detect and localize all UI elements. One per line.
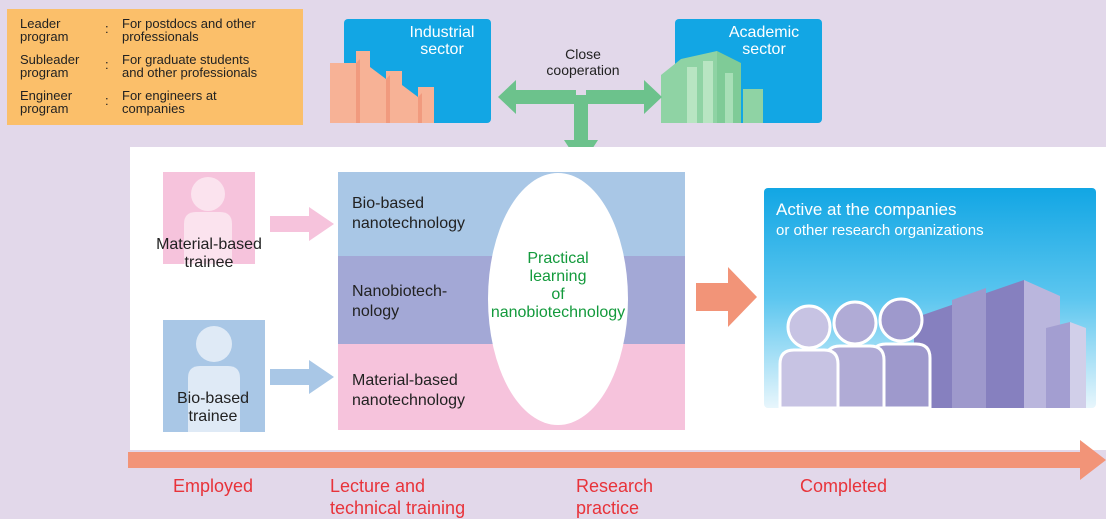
outcome-title: Active at the companies [776,200,957,219]
academic-sector-box: Academic sector [661,19,822,123]
practical-learning-oval [488,173,628,425]
factory-buildings-icon [330,51,434,123]
material-nanotech-label: Material-based nanotechnology [352,372,465,409]
university-buildings-icon [661,51,763,123]
material-trainee-label: Material-based trainee [156,236,262,271]
legend-engineer-name: Engineer program [20,88,73,116]
outcome-subtitle: or other research organizations [776,222,984,239]
practical-learning-label: Practical learning of nanobiotechnology [490,250,626,321]
academic-sector-label: Academic sector [728,24,800,58]
legend-separator: : [105,21,109,36]
nanobiotech-label: Nanobiotech- nology [352,283,448,320]
legend-subleader-name: Subleader program [20,52,80,80]
stage-employed: Employed [172,476,254,496]
arrow-to-academic [586,80,662,114]
arrow-bio-trainee [270,360,334,394]
legend-leader-desc: For postdocs and other professionals [122,16,256,44]
arrow-material-trainee [270,207,334,241]
legend-separator: : [105,57,109,72]
industrial-sector-label: Industrial sector [409,24,475,58]
timeline-bar [128,440,1106,480]
bio-trainee-card [163,320,265,432]
people-and-buildings-icon [778,280,1086,408]
legend-subleader-desc: For graduate students and other professi… [122,52,258,80]
program-legend: Leader program : For postdocs and other … [7,9,303,125]
legend-leader-name: Leader program [20,16,69,44]
arrow-to-industrial [498,80,576,114]
bio-nanotech-label: Bio-based nanotechnology [352,195,465,232]
stage-lecture: Lecture and technical training [330,476,466,518]
legend-separator: : [105,93,109,108]
person-silhouette-icon [184,177,232,264]
legend-engineer-desc: For engineers at companies [122,88,217,116]
stage-research: Research practice [576,476,654,518]
stage-completed: Completed [800,476,888,496]
industrial-sector-box: Industrial sector [330,19,491,123]
arrow-to-outcome [696,267,757,327]
person-silhouette-icon [188,326,240,432]
bio-trainee-label: Bio-based trainee [176,390,250,425]
cooperation-label: Close cooperation [546,46,620,78]
material-trainee-card [163,172,255,264]
